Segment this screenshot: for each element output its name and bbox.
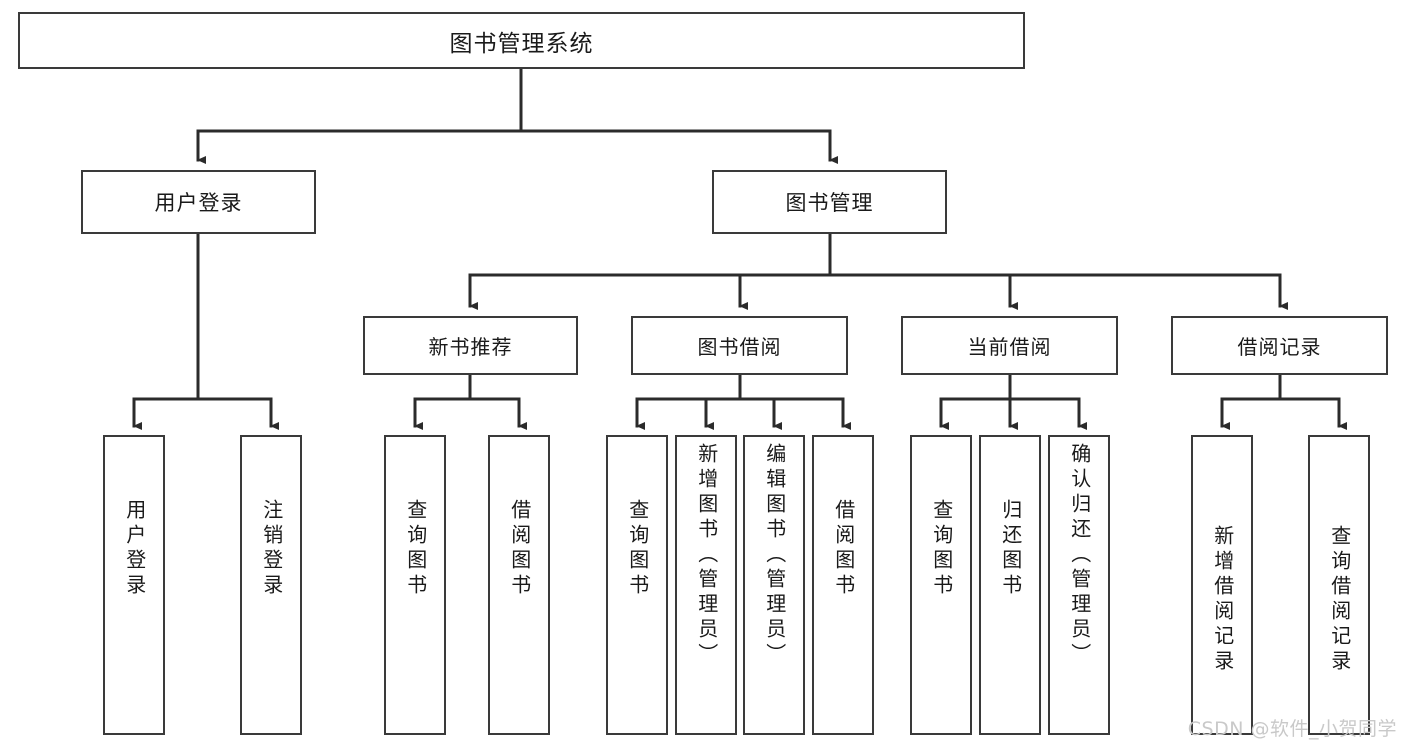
node-book-manage[interactable]: 图书管理 <box>712 170 947 234</box>
leaf-borrow-book-1[interactable]: 借阅图书 <box>488 435 550 735</box>
leaf-logout-label: 注销登录 <box>259 499 284 599</box>
node-new-book-rec[interactable]: 新书推荐 <box>363 316 578 375</box>
node-root-label: 图书管理系统 <box>449 30 594 57</box>
node-user-login-label: 用户登录 <box>154 191 243 215</box>
leaf-borrow-book-1-label: 借阅图书 <box>507 499 532 599</box>
node-user-login[interactable]: 用户登录 <box>81 170 316 234</box>
leaf-query-record-label: 查询借阅记录 <box>1327 525 1352 675</box>
node-borrow-record[interactable]: 借阅记录 <box>1171 316 1388 375</box>
node-borrow-record-label: 借阅记录 <box>1237 335 1322 359</box>
leaf-edit-book-label: 编辑图书（管理员） <box>762 443 787 668</box>
leaf-add-book-label: 新增图书（管理员） <box>694 443 719 668</box>
leaf-return-book-label: 归还图书 <box>998 499 1023 599</box>
leaf-confirm-return-label: 确认归还（管理员） <box>1067 443 1092 668</box>
node-new-book-rec-label: 新书推荐 <box>428 335 513 359</box>
leaf-query-book-1[interactable]: 查询图书 <box>384 435 446 735</box>
node-current-borrow-label: 当前借阅 <box>967 335 1052 359</box>
leaf-confirm-return[interactable]: 确认归还（管理员） <box>1048 435 1110 735</box>
csdn-watermark: CSDN @软件_小贺同学 <box>1187 718 1397 740</box>
leaf-add-book[interactable]: 新增图书（管理员） <box>675 435 737 735</box>
node-book-borrow-label: 图书借阅 <box>697 335 782 359</box>
leaf-query-book-3[interactable]: 查询图书 <box>910 435 972 735</box>
leaf-user-login-label: 用户登录 <box>122 499 147 599</box>
leaf-borrow-book-2[interactable]: 借阅图书 <box>812 435 874 735</box>
leaf-query-book-2[interactable]: 查询图书 <box>606 435 668 735</box>
node-book-borrow[interactable]: 图书借阅 <box>631 316 848 375</box>
node-root-system[interactable]: 图书管理系统 <box>18 12 1025 69</box>
leaf-edit-book[interactable]: 编辑图书（管理员） <box>743 435 805 735</box>
leaf-add-record[interactable]: 新增借阅记录 <box>1191 435 1253 735</box>
leaf-user-login[interactable]: 用户登录 <box>103 435 165 735</box>
leaf-query-book-3-label: 查询图书 <box>929 499 954 599</box>
leaf-return-book[interactable]: 归还图书 <box>979 435 1041 735</box>
leaf-query-book-1-label: 查询图书 <box>403 499 428 599</box>
node-current-borrow[interactable]: 当前借阅 <box>901 316 1118 375</box>
leaf-logout[interactable]: 注销登录 <box>240 435 302 735</box>
node-book-manage-label: 图书管理 <box>785 191 874 215</box>
leaf-query-book-2-label: 查询图书 <box>625 499 650 599</box>
leaf-borrow-book-2-label: 借阅图书 <box>831 499 856 599</box>
leaf-add-record-label: 新增借阅记录 <box>1210 525 1235 675</box>
leaf-query-record[interactable]: 查询借阅记录 <box>1308 435 1370 735</box>
